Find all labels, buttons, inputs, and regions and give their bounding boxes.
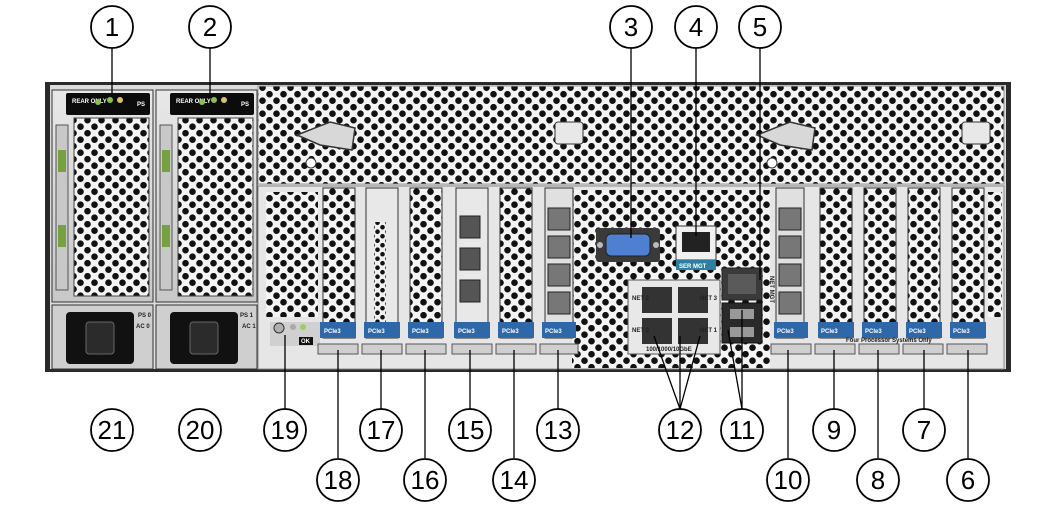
slot-8-label: PCIe3 (821, 329, 838, 335)
ser-mgt-label: SER MGT (679, 264, 707, 270)
slot-9-label: PCIe3 (865, 329, 882, 335)
slot-10-label: PCIe3 (909, 329, 926, 335)
fan-latch-right (961, 121, 991, 145)
fan-handle-right (755, 121, 816, 169)
right-pcie-slots (775, 187, 1002, 339)
callout-5: 5 (753, 12, 767, 42)
callout-circles (90, 5, 990, 502)
callout-18: 18 (324, 465, 353, 495)
callout-13: 13 (544, 415, 573, 445)
callout-3: 3 (624, 12, 638, 42)
net-1-label: NET 1 (700, 328, 718, 334)
ac1-label: AC 1 (242, 324, 256, 330)
slot-1[interactable] (322, 187, 356, 339)
callout-21: 21 (98, 415, 127, 445)
leader-lines (111, 48, 969, 458)
slot-3[interactable] (409, 187, 443, 339)
psu0-rear-only-label: REAR ONLY (72, 99, 107, 105)
ac0-ps-label: PS 0 (138, 313, 152, 319)
ac1-ps-label: PS 1 (240, 313, 254, 319)
callout-2: 2 (203, 12, 217, 42)
slot-8[interactable] (819, 187, 853, 339)
slot-10[interactable] (907, 187, 941, 339)
slot-1-label: PCIe3 (324, 329, 341, 335)
net-mgt-label: NET MGT (768, 276, 774, 303)
slot-5[interactable] (499, 187, 533, 339)
net-ports[interactable]: NET 2 NET 0 NET 3 NET 1 100/1000/10GbE (627, 279, 721, 355)
slot-11[interactable] (951, 187, 985, 339)
psu0-ps-label: PS (137, 102, 145, 108)
slot-6-label: PCIe3 (545, 329, 562, 335)
net-3-label: NET 3 (700, 296, 718, 302)
slot-3-label: PCIe3 (412, 329, 429, 335)
power-supply-1: REAR ONLY PS (155, 89, 258, 303)
ac-inlet-1[interactable]: PS 1 AC 1 (155, 304, 258, 370)
net-mgt-port[interactable]: NET MGT (721, 267, 774, 303)
slot-note: Four Processor Systems Only (846, 338, 932, 344)
left-slot-labels: PCIe3 PCIe3 PCIe3 PCIe3 PCIe3 PCIe3 (320, 322, 576, 338)
slot-2-label: PCIe3 (368, 329, 385, 335)
callout-20: 20 (186, 415, 215, 445)
system-status-leds: OK (270, 322, 320, 346)
callout-6: 6 (961, 465, 975, 495)
slot-4-label: PCIe3 (458, 329, 475, 335)
vga-port[interactable] (596, 228, 660, 262)
callout-15: 15 (456, 415, 485, 445)
callout-10: 10 (774, 465, 803, 495)
callout-12: 12 (666, 415, 695, 445)
left-slot-latches (317, 343, 579, 355)
left-vent (266, 192, 318, 317)
slot-5-label: PCIe3 (502, 329, 519, 335)
callout-14: 14 (500, 465, 529, 495)
slot-7-label: PCIe3 (777, 329, 794, 335)
callout-19: 19 (271, 415, 300, 445)
callout-17: 17 (367, 415, 396, 445)
net-2-label: NET 2 (632, 296, 650, 302)
net-0-label: NET 0 (632, 328, 650, 334)
callout-1: 1 (105, 12, 119, 42)
callout-9: 9 (827, 415, 841, 445)
callout-11: 11 (729, 415, 756, 445)
right-slot-latches (770, 343, 988, 355)
callout-7: 7 (917, 415, 931, 445)
callout-8: 8 (871, 465, 885, 495)
psu1-ps-label: PS (241, 102, 249, 108)
slot-11-label: PCIe3 (953, 329, 970, 335)
ac-inlet-0[interactable]: PS 0 AC 0 (51, 304, 154, 370)
slot-9[interactable] (863, 187, 897, 339)
fan-handle-left (295, 121, 356, 169)
ac0-label: AC 0 (136, 324, 150, 330)
status-ok-label: OK (301, 339, 311, 345)
right-slot-labels: PCIe3 PCIe3 PCIe3 PCIe3 PCIe3 Four Proce… (774, 322, 986, 344)
fan-latch-left (554, 121, 584, 145)
callout-labels: 1 2 3 4 5 6 7 8 9 10 11 12 13 14 15 16 1… (98, 12, 976, 495)
power-supply-0: REAR ONLY PS (51, 89, 154, 303)
callout-16: 16 (411, 465, 440, 495)
psu1-rear-only-label: REAR ONLY (176, 99, 211, 105)
net-speed-label: 100/1000/10GbE (646, 347, 692, 353)
left-pcie-slots (322, 187, 574, 339)
callout-4: 4 (689, 12, 703, 42)
